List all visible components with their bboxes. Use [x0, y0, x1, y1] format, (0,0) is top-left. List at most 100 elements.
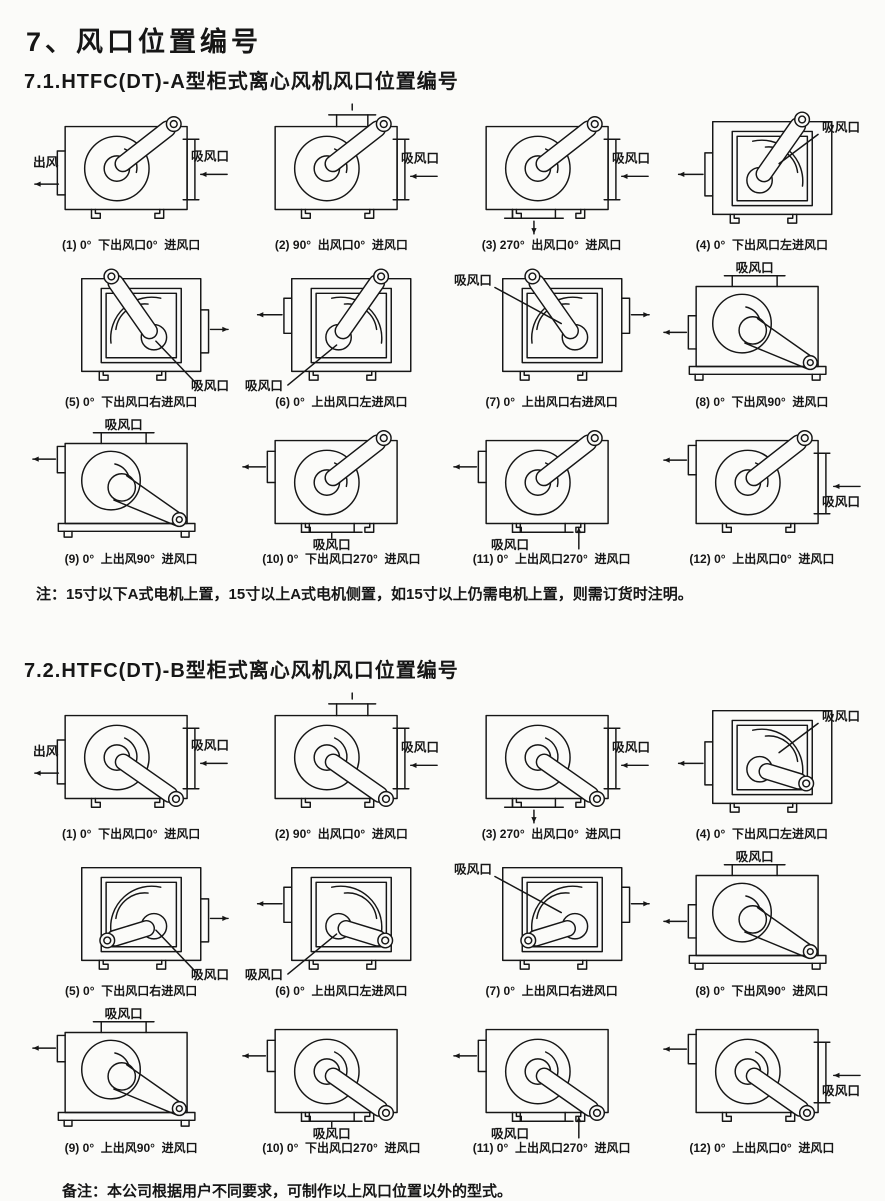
outlet-duct	[56, 1034, 67, 1063]
fan-housing	[291, 277, 412, 381]
base-feet	[519, 370, 587, 381]
suction-inlet-label: 吸风口	[612, 741, 650, 755]
fan-diagram-cell: 吸风口(2) 90° 出风口0° 进风口	[236, 102, 446, 253]
flow-arrow	[410, 173, 439, 179]
inlet-flange	[182, 727, 200, 790]
footer-note: 备注：本公司根据用户不同要求，可制作以上风口位置以外的型式。	[62, 1183, 513, 1200]
fan-housing	[695, 439, 819, 534]
fan-housing	[291, 866, 412, 970]
pulley	[376, 430, 393, 447]
suction-inlet-label: 吸风口	[313, 1127, 351, 1140]
fan-diagram-b-12: 吸风口	[663, 1028, 861, 1123]
fan-diagram-cell: 吸风口(12) 0° 上出风口0° 进风口	[657, 416, 867, 567]
flow-arrow	[209, 326, 229, 333]
pulley	[378, 790, 395, 807]
inlet-duct	[92, 1021, 155, 1034]
impeller	[81, 1039, 142, 1100]
diagram-caption: (2) 90° 出风口0° 进风口	[274, 827, 408, 841]
leader-line	[155, 340, 198, 385]
belt-drive	[744, 317, 814, 370]
impeller	[746, 728, 815, 792]
outlet-duct	[283, 886, 293, 924]
inlet-opening	[100, 876, 183, 953]
impeller	[325, 268, 390, 351]
pulley	[586, 430, 603, 447]
suction-inlet-label: 吸风口	[736, 261, 774, 275]
flow-arrow	[832, 483, 861, 490]
leader-line	[287, 344, 338, 386]
impeller	[711, 882, 772, 943]
suction-inlet-label: 吸风口	[191, 968, 229, 982]
base-feet	[308, 959, 377, 970]
base-rail	[688, 365, 827, 381]
outlet-duct	[328, 103, 377, 128]
inlet-duct	[723, 864, 786, 877]
flow-arrow	[663, 1046, 687, 1052]
fan-diagram-b-6: 吸风口	[245, 866, 412, 982]
page-title: 7、风口位置编号	[26, 27, 263, 57]
flow-arrow	[575, 1115, 582, 1139]
inlet-opening	[521, 287, 603, 364]
fan-housing	[81, 866, 202, 970]
suction-inlet-label: 吸风口	[822, 1084, 860, 1098]
pulley	[588, 1104, 605, 1121]
base-feet	[308, 370, 377, 381]
flow-arrow	[663, 918, 687, 924]
fan-diagram-cell: 吸风口(9) 0° 上出风90° 进风口	[26, 416, 236, 567]
suction-inlet-label: 吸风口	[313, 538, 351, 551]
fan-diagram-a-6: 吸风口	[245, 268, 412, 393]
fan-diagram-cell: 吸风口(3) 270° 出风口0° 进风口	[447, 102, 657, 253]
fan-diagram-cell: 吸风口(8) 0° 下出风90° 进风口	[657, 848, 867, 999]
section-7-2-heading: 7.2.HTFC(DT)-B型柜式离心风机风口位置编号	[24, 660, 459, 682]
inlet-flange	[813, 1041, 831, 1104]
pulley	[378, 1104, 395, 1121]
outlet-duct	[477, 1039, 487, 1073]
base-feet	[721, 522, 796, 534]
diagram-caption: (6) 0° 上出风口左进风口	[275, 395, 408, 409]
fan-diagram-a-5: 吸风口	[81, 268, 229, 393]
outlet-label: 出风	[33, 744, 59, 759]
flow-arrow	[200, 171, 228, 178]
fan-diagram-b-11: 吸风口	[452, 1028, 609, 1140]
fan-diagram-cell: 吸风口(12) 0° 上出风口0° 进风口	[657, 1005, 867, 1156]
fan-diagram-cell: 吸风口(8) 0° 下出风90° 进风口	[657, 259, 867, 410]
diagram-caption: (5) 0° 下出风口右进风口	[65, 984, 198, 998]
suction-inlet-label: 吸风口	[401, 741, 439, 755]
inlet-duct	[723, 275, 786, 288]
outlet-duct	[511, 1111, 574, 1123]
flow-arrow	[663, 329, 687, 335]
inlet-duct	[92, 432, 155, 445]
base-feet	[511, 1111, 586, 1123]
fan-housing	[501, 866, 623, 970]
inlet-flange	[392, 138, 410, 201]
diagram-caption: (3) 270° 出风口0° 进风口	[481, 827, 622, 841]
diagram-caption: (1) 0° 下出风口0° 进风口	[61, 238, 201, 252]
base-feet	[301, 208, 375, 220]
impeller	[325, 885, 394, 949]
suction-inlet-label: 吸风口	[191, 379, 229, 393]
pulley	[165, 116, 182, 133]
section-7-1-heading: 7.1.HTFC(DT)-A型柜式离心风机风口位置编号	[24, 71, 459, 93]
fan-diagram-a-10: 吸风口	[242, 430, 399, 551]
suction-inlet-label: 吸风口	[491, 1127, 529, 1140]
flow-arrow	[34, 181, 60, 187]
base-feet	[729, 213, 798, 224]
fan-diagram-b-9: 吸风口	[32, 1007, 196, 1127]
belt-drive	[744, 906, 814, 959]
outlet-duct	[200, 898, 210, 943]
base-rail	[57, 522, 196, 538]
fan-diagram-a-12: 吸风口	[663, 430, 861, 534]
fan-diagram-cell: 吸风口(10) 0° 下出风口270° 进风口	[236, 416, 446, 567]
fan-diagram-cell: 出风吸风口(1) 0° 下出风口0° 进风口	[26, 691, 236, 842]
base-feet	[98, 370, 167, 381]
flow-arrow	[620, 762, 649, 768]
outlet-label: 出风	[33, 155, 59, 170]
fan-diagram-b-2: 吸风口	[274, 692, 439, 809]
base-feet	[721, 1111, 796, 1123]
pulley	[171, 512, 187, 528]
inlet-opening	[731, 719, 813, 796]
fan-housing	[274, 125, 399, 220]
diagram-caption: (3) 270° 出风口0° 进风口	[481, 238, 622, 252]
outlet-duct	[266, 450, 277, 484]
fan-diagram-cell: 吸风口 (2) 90° 出风口0° 进风口	[236, 691, 446, 842]
